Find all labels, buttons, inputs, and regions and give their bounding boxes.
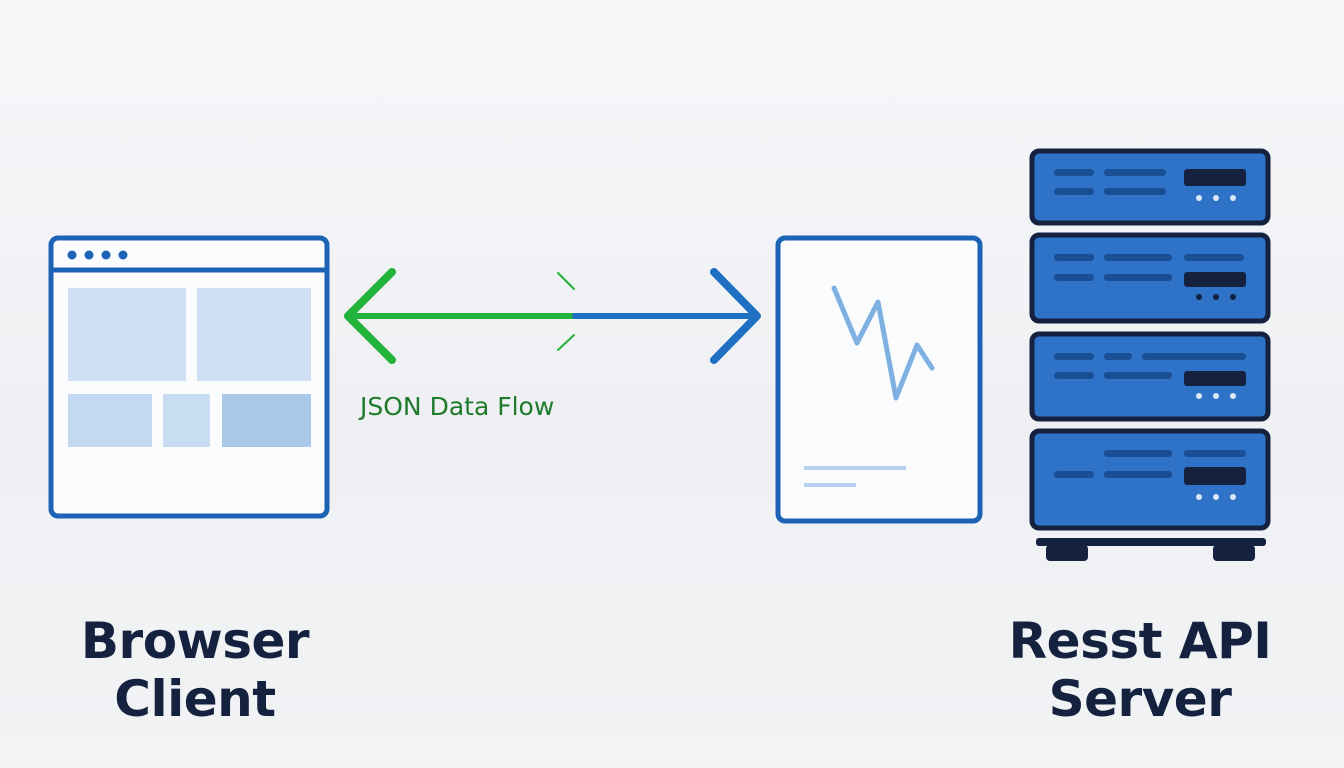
content-panel bbox=[222, 394, 311, 447]
client-label: Browser Client bbox=[40, 612, 350, 728]
bidirectional-arrow-icon bbox=[344, 268, 761, 364]
server-label: Resst API Server bbox=[990, 612, 1290, 728]
server-unit bbox=[1029, 232, 1271, 324]
tick-mark bbox=[557, 272, 575, 290]
content-panel bbox=[163, 394, 210, 447]
server-unit bbox=[1029, 148, 1271, 226]
client-label-line2: Client bbox=[114, 670, 276, 728]
json-document-icon bbox=[775, 235, 983, 524]
browser-window-icon bbox=[48, 235, 330, 519]
content-panel bbox=[68, 394, 152, 447]
server-base bbox=[1036, 538, 1266, 561]
server-label-line2: Server bbox=[1048, 670, 1232, 728]
client-label-line1: Browser bbox=[80, 612, 310, 670]
arrow-left-head bbox=[344, 268, 396, 364]
connection-label: JSON Data Flow bbox=[360, 392, 555, 421]
content-panel bbox=[197, 288, 311, 381]
server-rack-icon bbox=[1029, 148, 1271, 561]
server-unit bbox=[1029, 331, 1271, 422]
tick-mark bbox=[557, 334, 575, 351]
content-panel bbox=[68, 288, 186, 381]
server-label-line1: Resst API bbox=[1008, 612, 1272, 670]
server-unit bbox=[1029, 428, 1271, 531]
waveform-line bbox=[831, 285, 935, 401]
arrow-right-head bbox=[710, 268, 761, 364]
